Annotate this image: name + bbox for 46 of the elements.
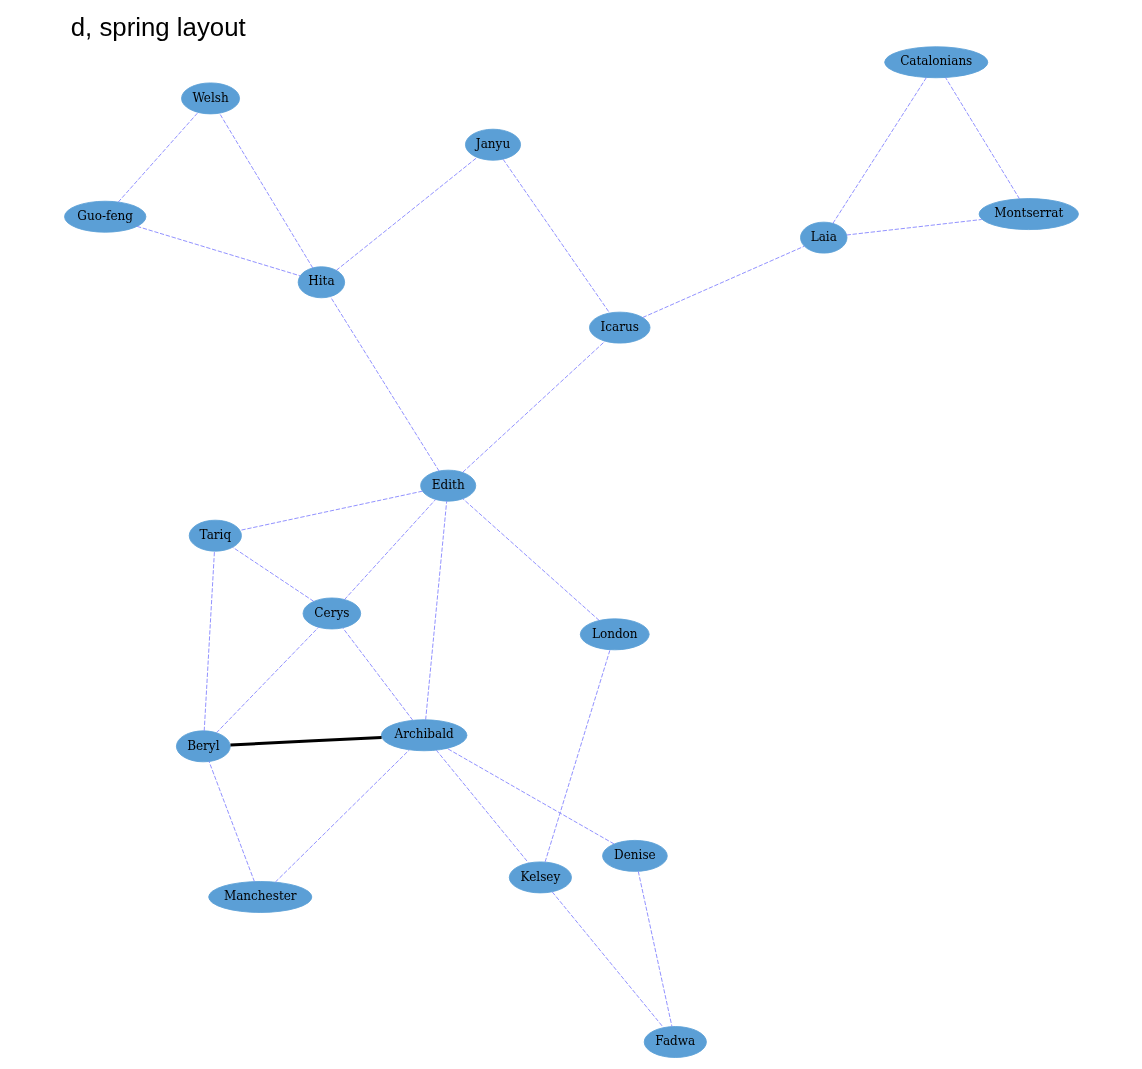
connector — [229, 735, 382, 747]
connector — [218, 112, 313, 269]
node-ellipse: Catalonians — [883, 46, 988, 79]
connector — [462, 498, 599, 621]
connector — [944, 77, 1020, 200]
node-ellipse: Welsh — [180, 82, 240, 115]
connector — [329, 296, 439, 472]
connector — [502, 158, 610, 314]
connector — [238, 490, 423, 531]
node-ellipse: London — [579, 618, 650, 651]
diagram-title: d, spring layout — [70, 12, 246, 41]
connector — [446, 748, 614, 845]
connector — [845, 219, 982, 236]
connector — [231, 546, 314, 602]
connector — [136, 225, 301, 277]
connector — [215, 626, 319, 734]
node-ellipse: Manchester — [207, 881, 312, 913]
connector — [335, 157, 477, 271]
connector — [551, 891, 664, 1028]
node-ellipse: Denise — [601, 839, 668, 872]
node-ellipse: Guo-feng — [63, 200, 146, 233]
node-ellipse: Janyu — [464, 128, 521, 161]
connector — [343, 499, 436, 600]
node-ellipse: Cerys — [302, 597, 361, 630]
node-ellipse: Archibald — [380, 719, 467, 752]
connector — [637, 871, 672, 1027]
node-ellipse: Hita — [297, 266, 345, 299]
connector — [342, 627, 413, 721]
connector — [117, 112, 198, 203]
connector — [435, 749, 529, 864]
node-ellipse: Tariq — [188, 519, 242, 552]
connector — [274, 749, 410, 883]
node-ellipse: Beryl — [175, 730, 231, 763]
connector — [208, 761, 255, 882]
node-ellipse: Fadwa — [643, 1026, 707, 1058]
node-ellipse: Montserrat — [978, 198, 1079, 230]
connector — [461, 340, 605, 473]
node-ellipse: Laia — [799, 221, 847, 254]
node-ellipse: Kelsey — [508, 861, 572, 894]
connector — [203, 550, 215, 732]
node-ellipse: Edith — [419, 469, 476, 502]
node-ellipse: Icarus — [588, 311, 650, 344]
connector — [641, 245, 805, 318]
connector — [832, 77, 927, 224]
connector — [424, 500, 447, 721]
connector — [544, 649, 610, 863]
